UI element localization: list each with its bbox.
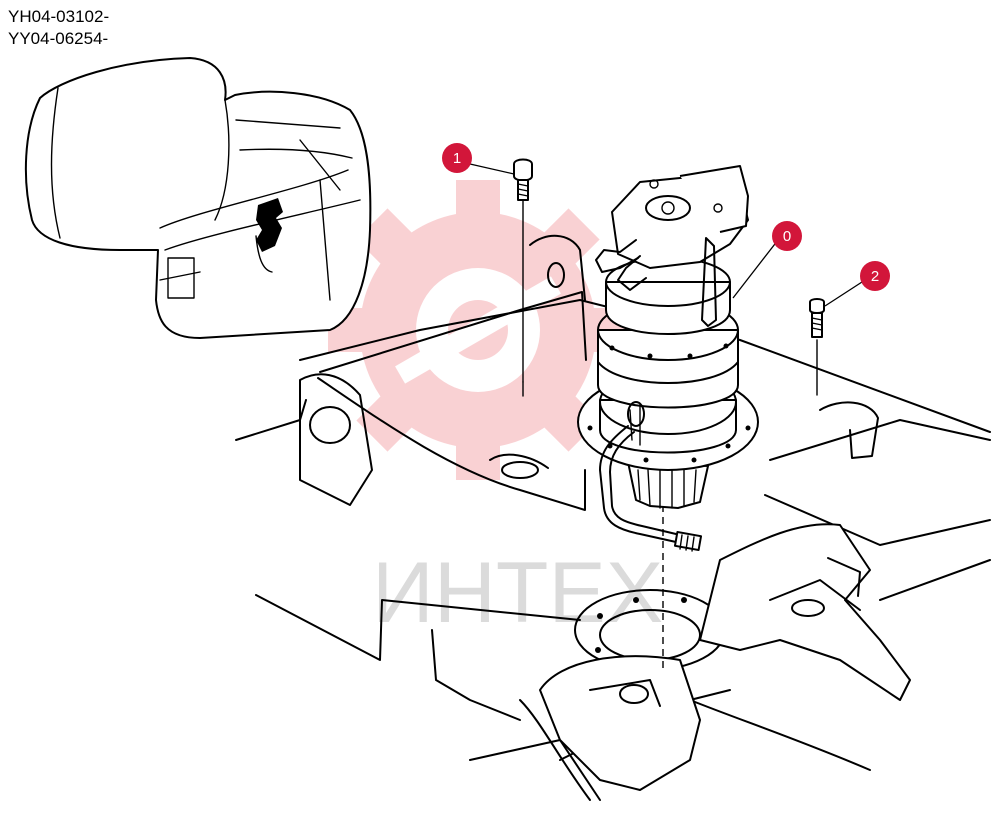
callout-label-1: 1 xyxy=(453,150,461,167)
watermark-text: ИНТЕХ xyxy=(372,545,663,641)
callout-balloon-1[interactable]: 1 xyxy=(442,143,472,173)
cab-illustration xyxy=(24,57,372,339)
callout-label-2: 2 xyxy=(871,268,879,285)
hydraulic-hose xyxy=(599,425,703,552)
callout-leaders xyxy=(469,163,863,307)
serial-range: YH04-03102- YY04-06254- xyxy=(8,6,109,50)
callout-label-0: 0 xyxy=(783,228,791,245)
swing-bracket xyxy=(519,523,911,801)
callout-balloon-2[interactable]: 2 xyxy=(860,261,890,291)
bolt-2 xyxy=(809,298,825,396)
serial-line-2: YY04-06254- xyxy=(8,29,109,48)
watermark-logo xyxy=(328,180,628,480)
bolt-1 xyxy=(513,158,533,397)
callout-balloon-0[interactable]: 0 xyxy=(772,221,802,251)
swing-motor xyxy=(577,165,759,509)
serial-line-1: YH04-03102- xyxy=(8,7,110,26)
